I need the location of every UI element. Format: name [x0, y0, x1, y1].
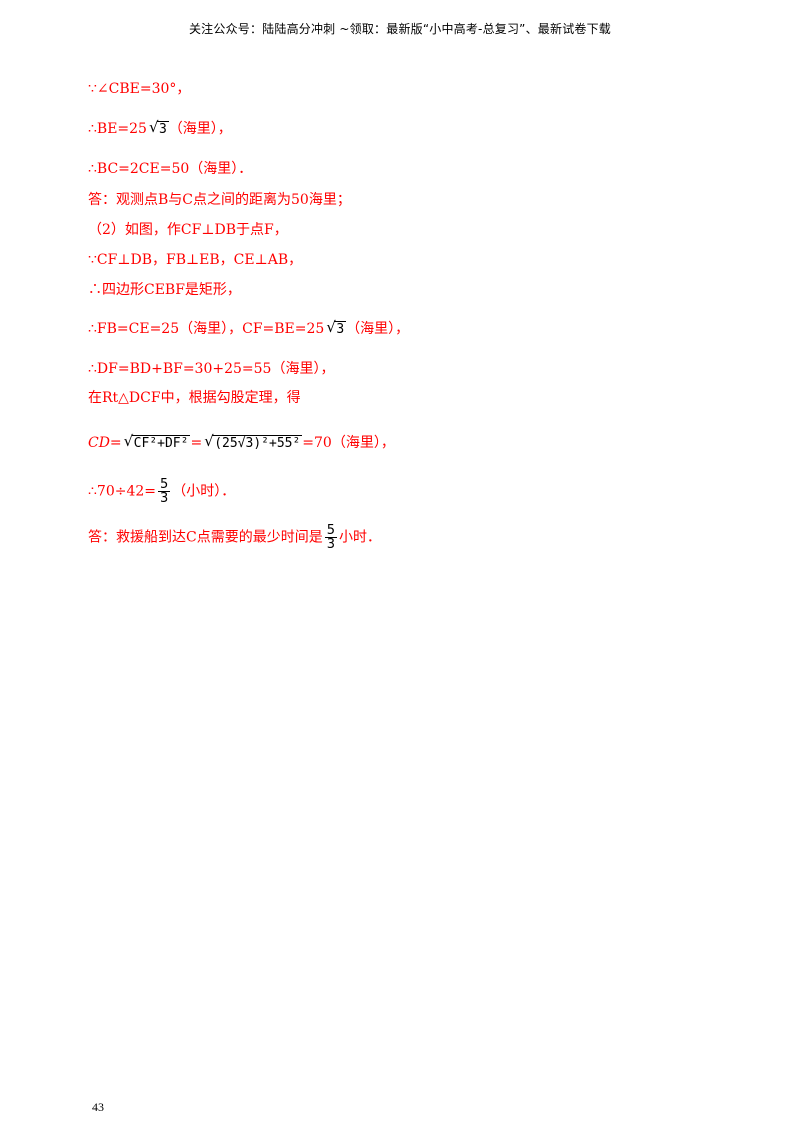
line-2-text: ∴BE=25 [88, 121, 147, 137]
line-13-pre: 答：救援船到达C点需要的最少时间是 [88, 529, 323, 546]
line-8: ∴FB=CE=25（海里），CF=BE=25√3（海里）， [88, 318, 409, 338]
line-8-text: ∴FB=CE=25（海里），CF=BE=25 [88, 321, 325, 337]
equals: = [190, 435, 203, 451]
line-10: 在Rt△DCF中，根据勾股定理，得 [88, 390, 301, 406]
line-3: ∴BC=2CE=50（海里）． [88, 161, 253, 177]
line-12-post: （小时）． [172, 483, 236, 500]
line-11-post: =70（海里）， [302, 435, 395, 451]
line-2: ∴BE=25√3（海里）， [88, 118, 232, 138]
line-7: ∴四边形CEBF是矩形， [88, 282, 241, 298]
radicand: 3 [334, 321, 347, 337]
denominator: 3 [326, 537, 335, 552]
sqrt-3: √3 [148, 118, 169, 137]
sqrt-cf-df: √CF²+DF² [123, 432, 191, 451]
line-11: CD=√CF²+DF²=√(25√3)²+55²=70（海里）， [88, 432, 395, 452]
line-2-post: （海里）， [168, 121, 232, 137]
line-6: ∵CF⊥DB，FB⊥EB，CE⊥AB， [88, 252, 303, 268]
numerator: 5 [324, 523, 337, 538]
line-8-post: （海里）， [346, 321, 410, 337]
radicand: CF²+DF² [131, 435, 191, 451]
radicand: 3 [156, 121, 169, 137]
line-13-post: 小时． [339, 529, 381, 546]
denominator: 3 [160, 491, 169, 506]
line-4: 答：观测点B与C点之间的距离为50海里； [88, 192, 351, 208]
numerator: 5 [158, 477, 171, 492]
line-5: （2）如图，作CF⊥DB于点F， [88, 222, 288, 238]
line-1: ∵∠CBE=30°， [88, 81, 191, 97]
line-9: ∴DF=BD+BF=30+25=55（海里）， [88, 361, 335, 377]
sqrt-numeric: √(25√3)²+55² [204, 432, 303, 451]
page-number: 43 [92, 1100, 104, 1114]
radicand: (25√3)²+55² [212, 435, 303, 451]
page-header: 关注公众号：陆陆高分冲刺 ~领取：最新版“小中高考-总复习”、最新试卷下载 [188, 22, 612, 36]
line-11-pre: CD= [88, 435, 122, 451]
sqrt-3: √3 [326, 318, 347, 337]
line-12-pre: ∴70÷42= [88, 483, 156, 500]
